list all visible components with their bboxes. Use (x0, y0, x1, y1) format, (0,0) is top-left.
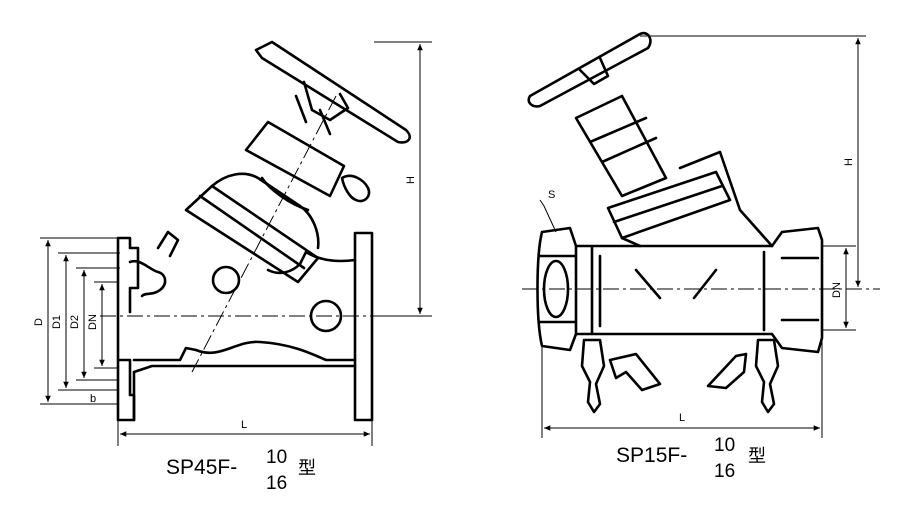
left-dim-d2-label: D2 (69, 315, 81, 329)
right-model-numerator: 10 (714, 435, 735, 456)
left-valve-test-cap (340, 174, 371, 203)
left-valve (116, 40, 411, 422)
left-model-denominator: 16 (266, 473, 287, 494)
left-valve-bonnet (184, 184, 320, 284)
left-dim-d1-label: D1 (51, 315, 63, 329)
left-valve-spindle (294, 94, 332, 136)
right-model-base: SP15F- (616, 444, 687, 467)
right-valve-disc-marks (634, 268, 718, 300)
right-valve-handwheel (527, 31, 652, 108)
left-valve-inlet-thread (128, 259, 167, 298)
left-dim-h-label: H (405, 176, 417, 184)
left-model-numerator: 10 (266, 447, 287, 468)
left-model-suffix: 型 (298, 458, 316, 479)
right-valve-handwheel-hub (578, 56, 610, 86)
left-valve-port-upper (211, 265, 241, 295)
right-valve (527, 31, 824, 414)
right-dim-l-label: L (679, 412, 685, 424)
left-valve-outlet-flange (353, 231, 374, 422)
right-valve-bonnet-neck (620, 150, 774, 248)
right-model-suffix: 型 (748, 446, 766, 467)
left-valve-model-title: SP45F- 10 16 型 (166, 447, 316, 494)
right-valve-test-point-left (580, 338, 662, 414)
right-model-denominator: 16 (714, 461, 735, 482)
right-valve-bonnet (606, 170, 732, 240)
right-valve-stem-housing (574, 94, 668, 198)
left-dim-l-label: L (241, 419, 247, 431)
left-valve-body (132, 250, 357, 422)
left-valve-bonnet-neck (210, 172, 320, 250)
left-model-base: SP45F- (166, 456, 237, 479)
right-valve-test-point-right (706, 338, 780, 414)
right-dim-dn-label: DN (831, 282, 843, 298)
right-dim-s-label: S (548, 189, 555, 201)
left-dim-d-label: D (33, 318, 45, 326)
left-dim-dn-label: DN (87, 314, 99, 330)
right-valve-dimensions (539, 35, 866, 438)
left-valve-dimensions (40, 41, 432, 446)
right-dim-h-label: H (843, 158, 855, 166)
left-dim-b-label: b (90, 393, 96, 405)
left-valve-stem-housing (244, 120, 346, 212)
left-valve-handwheel-hub (302, 80, 350, 122)
left-valve-handwheel (254, 40, 411, 144)
right-valve-model-title: SP15F- 10 16 型 (616, 435, 766, 482)
right-valve-body-inner (598, 250, 766, 332)
left-valve-inlet-connector (156, 230, 180, 258)
left-valve-centerlines (100, 95, 432, 373)
